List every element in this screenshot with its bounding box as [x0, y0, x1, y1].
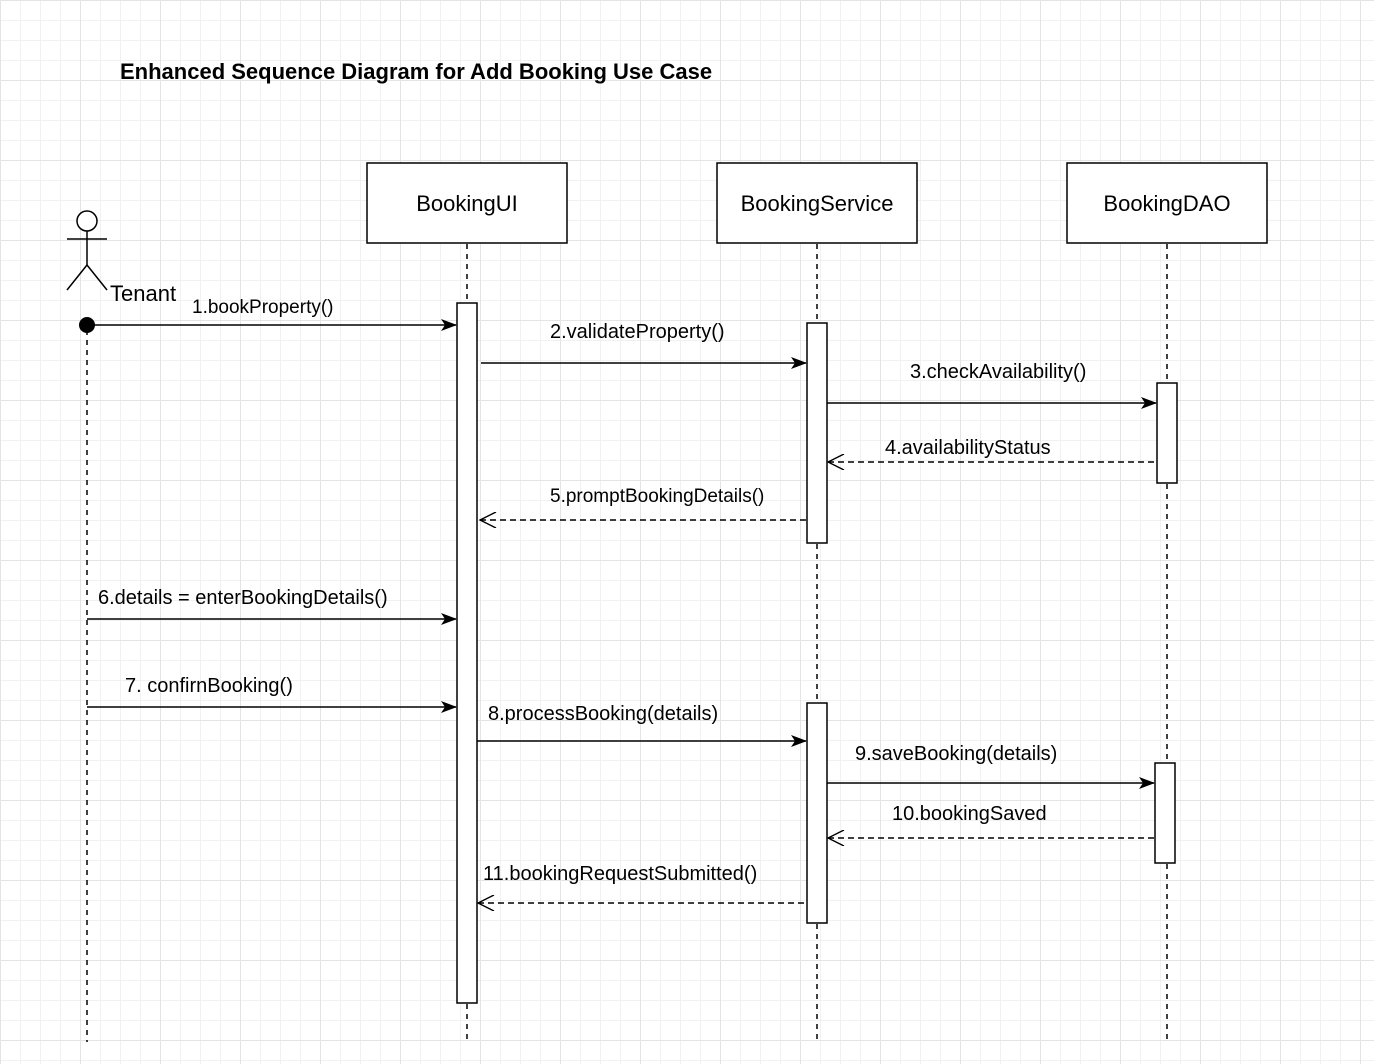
message-10[interactable]: 10.bookingSaved [828, 803, 1155, 838]
object-booking-dao[interactable]: BookingDAO [1066, 162, 1268, 244]
message-label: 10.bookingSaved [892, 803, 1047, 825]
message-label: 5.promptBookingDetails() [550, 486, 764, 507]
object-label: BookingUI [416, 191, 518, 216]
activation-booking-dao-2[interactable] [1154, 762, 1176, 864]
actor-right-leg [86, 264, 108, 291]
message-label: 7. confirnBooking() [125, 675, 293, 697]
message-4[interactable]: 4.availabilityStatus [828, 437, 1157, 462]
message-7[interactable]: 7. confirnBooking() [87, 675, 457, 713]
message-8[interactable]: 8.processBooking(details) [477, 703, 807, 747]
message-1[interactable]: 1.bookProperty() [93, 297, 457, 331]
message-label: 11.bookingRequestSubmitted() [483, 863, 757, 885]
activation-booking-ui[interactable] [456, 302, 478, 1004]
message-label: 3.checkAvailability() [910, 361, 1086, 383]
message-2[interactable]: 2.validateProperty() [481, 321, 807, 369]
object-booking-ui[interactable]: BookingUI [366, 162, 568, 244]
object-booking-service[interactable]: BookingService [716, 162, 918, 244]
message-label: 1.bookProperty() [192, 297, 334, 318]
activation-booking-dao-1[interactable] [1156, 382, 1178, 484]
activation-booking-service-2[interactable] [806, 702, 828, 924]
message-start-dot [79, 317, 95, 333]
tenant-actor[interactable]: Tenant [66, 210, 176, 306]
message-3[interactable]: 3.checkAvailability() [827, 361, 1157, 409]
message-9[interactable]: 9.saveBooking(details) [827, 743, 1155, 789]
message-label: 2.validateProperty() [550, 321, 725, 343]
diagram-title: Enhanced Sequence Diagram for Add Bookin… [120, 59, 713, 84]
actor-label: Tenant [110, 281, 176, 306]
object-label: BookingDAO [1103, 191, 1230, 216]
message-6[interactable]: 6.details = enterBookingDetails() [87, 587, 457, 625]
actor-head [76, 210, 98, 232]
object-label: BookingService [741, 191, 894, 216]
actor-left-leg [66, 264, 88, 291]
message-label: 4.availabilityStatus [885, 437, 1051, 459]
message-label: 6.details = enterBookingDetails() [98, 587, 388, 609]
message-11[interactable]: 11.bookingRequestSubmitted() [478, 863, 807, 903]
message-label: 9.saveBooking(details) [855, 743, 1057, 765]
activation-booking-service-1[interactable] [806, 322, 828, 544]
message-label: 8.processBooking(details) [488, 703, 718, 725]
message-5[interactable]: 5.promptBookingDetails() [480, 486, 807, 520]
